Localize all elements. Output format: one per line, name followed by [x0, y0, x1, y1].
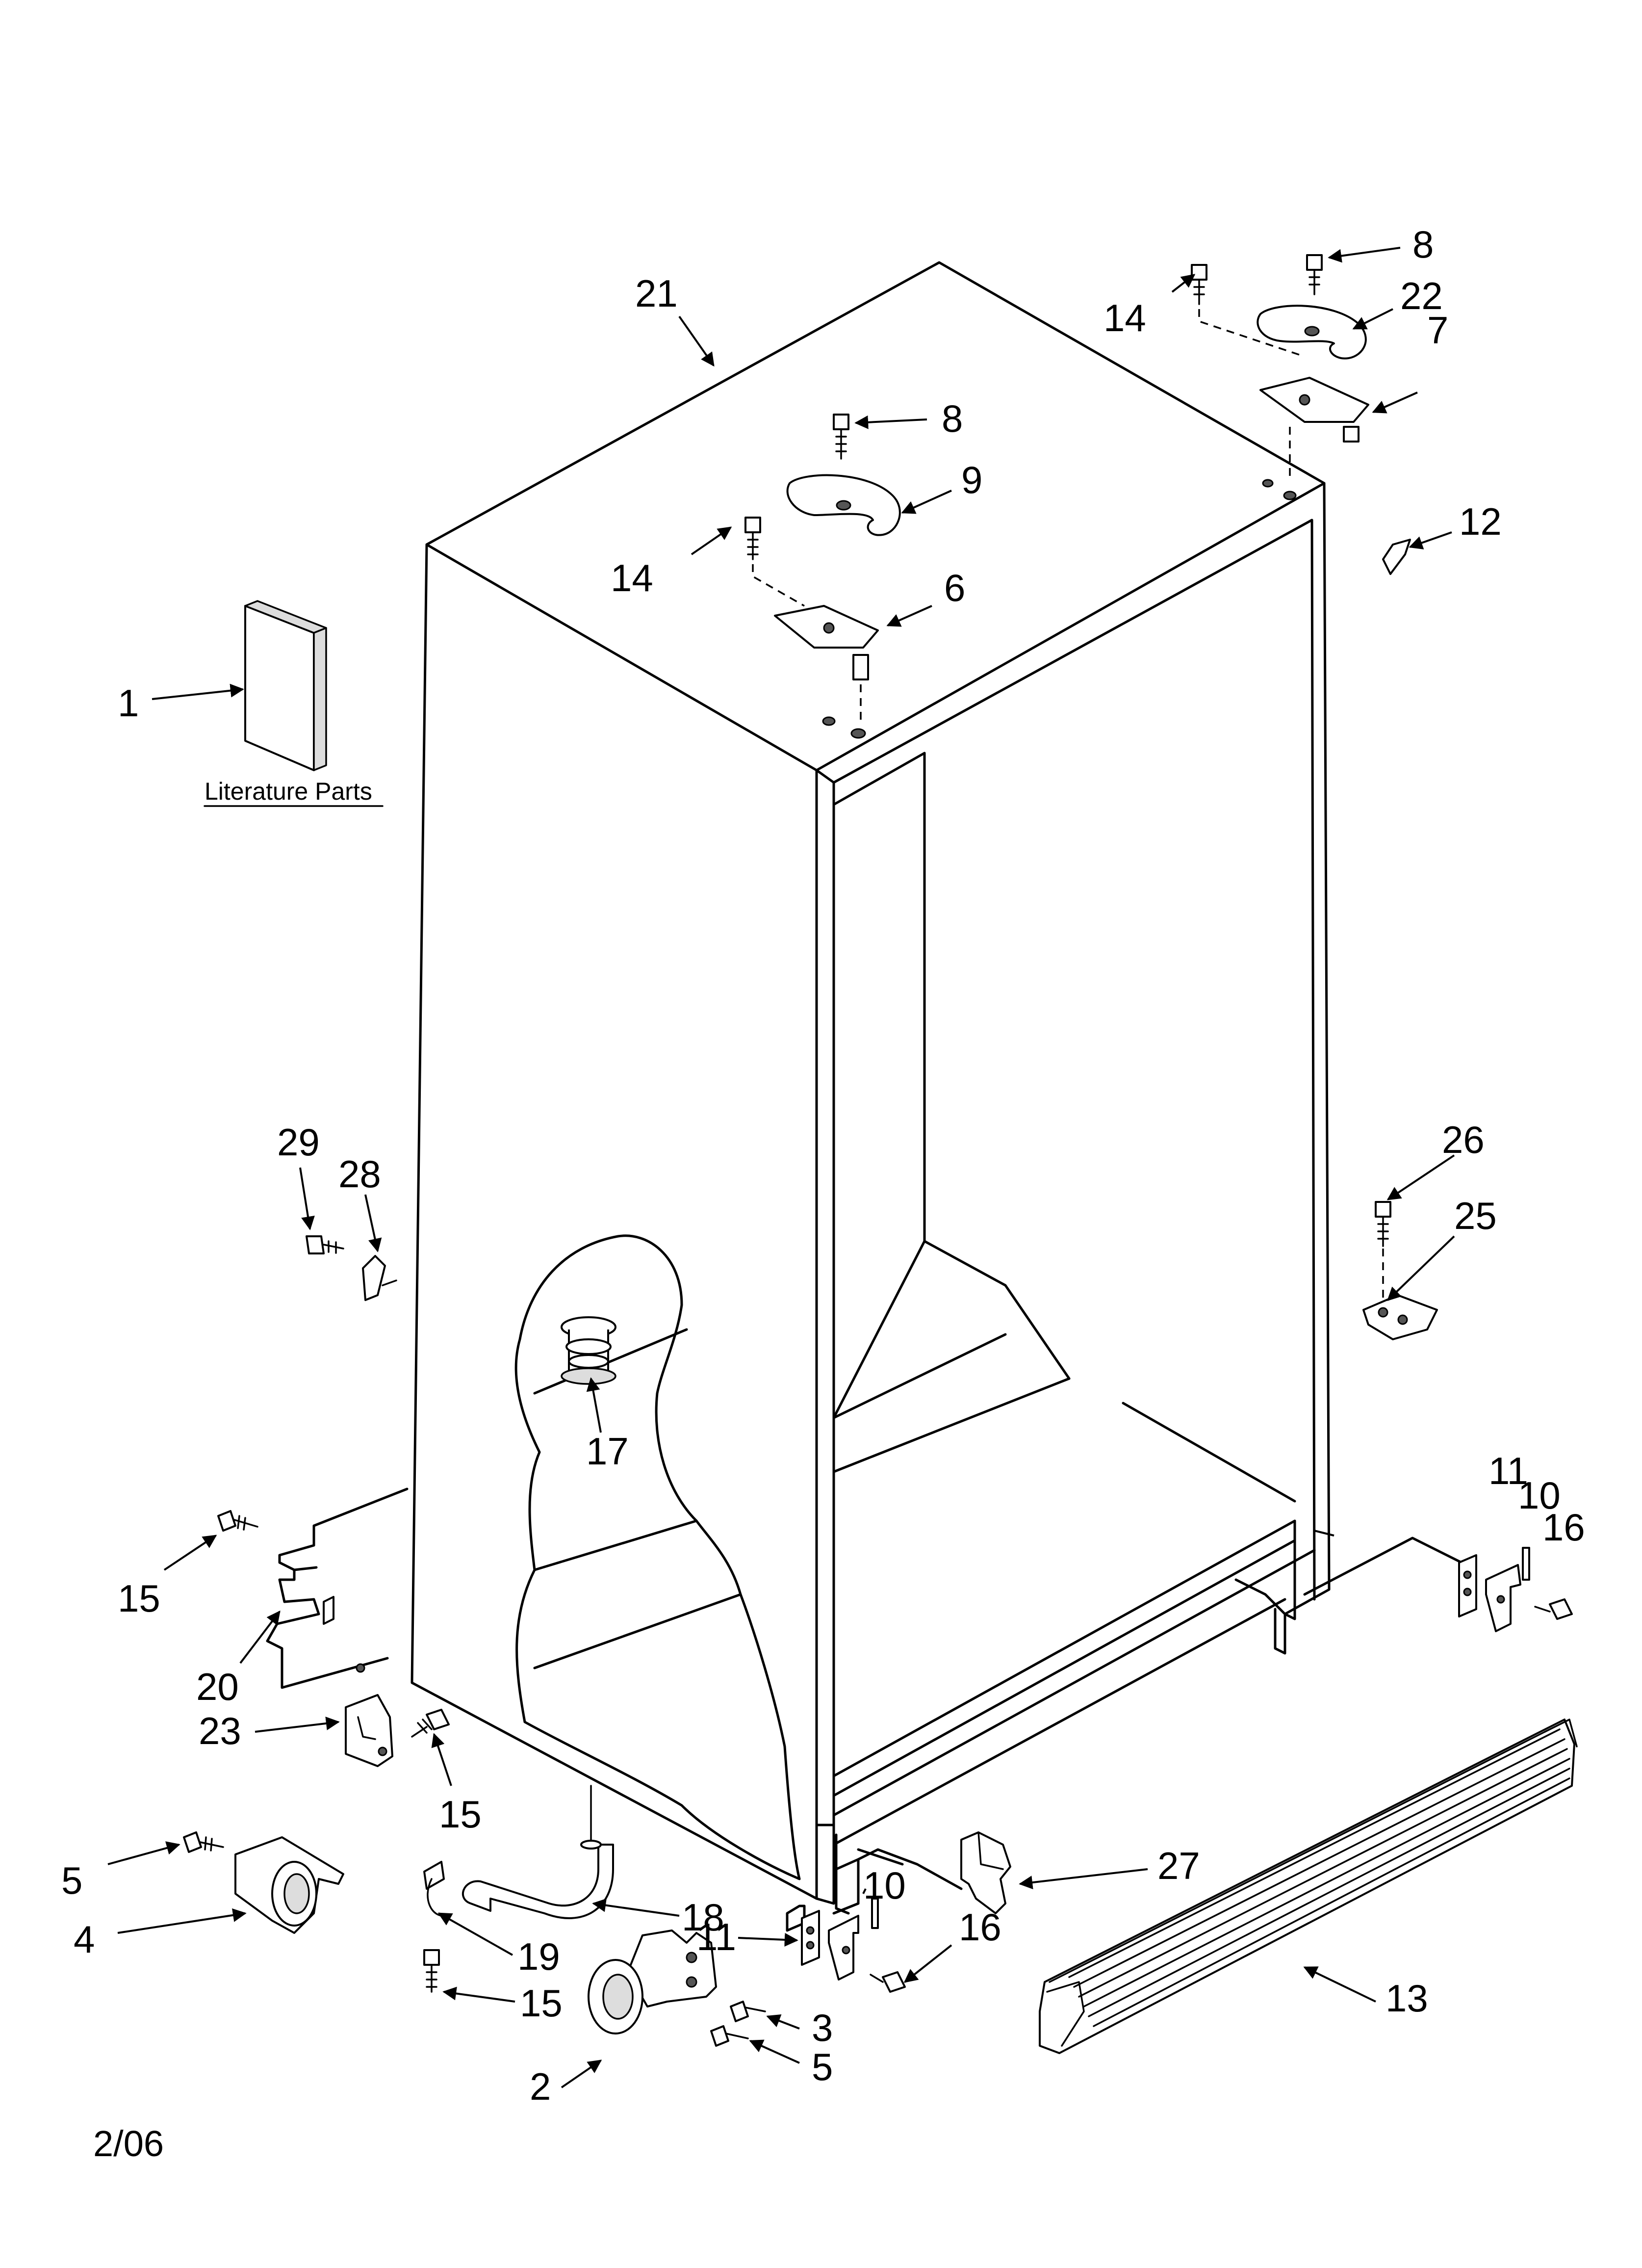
literature-booklet	[244, 600, 327, 771]
callout-8-b: 8	[942, 397, 963, 440]
screw-left	[217, 1510, 258, 1532]
callout-26: 26	[1442, 1118, 1485, 1161]
callout-10-b: 10	[863, 1864, 906, 1907]
callout-22: 22	[1400, 274, 1443, 317]
side-screw-clip	[306, 1235, 386, 1301]
callout-28: 28	[338, 1152, 381, 1196]
callout-16-b: 16	[959, 1905, 1001, 1949]
clip-stub	[382, 1279, 397, 1286]
callout-20: 20	[196, 1665, 239, 1708]
callout-5-a: 5	[61, 1859, 82, 1902]
rear-roller-left	[183, 1831, 344, 1934]
callout-15-a: 15	[118, 1577, 160, 1620]
lower-hinge-right	[1303, 1537, 1573, 1632]
right-screw-bracket	[1362, 1201, 1438, 1340]
callout-labels: 21 14 8 22 7 8 9 14 6 12 1 29 28 26 25 1…	[61, 223, 1585, 2108]
callout-21: 21	[635, 272, 678, 315]
callout-25: 25	[1454, 1194, 1497, 1237]
base-notch	[832, 1848, 963, 1915]
top-hinge-right	[1191, 254, 1411, 575]
callout-14-a: 14	[1103, 296, 1146, 339]
callout-5-b: 5	[812, 2045, 833, 2088]
callout-15-b: 15	[439, 1793, 482, 1836]
callout-3: 3	[812, 2006, 833, 2049]
drain-fitting	[561, 1316, 616, 1385]
callout-18: 18	[682, 1896, 724, 1939]
front-bracket	[960, 1831, 1011, 1914]
screw-middle	[411, 1709, 450, 1738]
front-roller-hinge	[588, 1929, 766, 2047]
callout-17: 17	[586, 1430, 629, 1473]
callout-16-a: 16	[1542, 1506, 1585, 1549]
top-hinge-center	[744, 414, 901, 739]
callout-10-a: 10	[1518, 1474, 1561, 1517]
callout-12: 12	[1459, 500, 1502, 543]
callout-19: 19	[517, 1935, 560, 1978]
callout-6: 6	[944, 566, 965, 609]
toe-grille	[1039, 1719, 1578, 2054]
callout-23: 23	[199, 1709, 241, 1752]
lower-hinge-middle	[786, 1898, 906, 1993]
callout-27: 27	[1157, 1844, 1200, 1887]
leader-arrows	[107, 247, 1455, 2088]
callout-4: 4	[74, 1918, 95, 1961]
callout-15-c: 15	[520, 1981, 563, 2025]
callout-9: 9	[961, 458, 982, 501]
cabinet-shell	[410, 261, 1331, 1915]
date-code: 2/06	[93, 2123, 164, 2164]
callout-1: 1	[118, 681, 139, 725]
side-panel	[266, 1487, 409, 1689]
callout-13: 13	[1385, 1977, 1428, 2020]
callout-29: 29	[277, 1121, 320, 1164]
insulation-cutaway	[514, 1234, 801, 1880]
callout-8-a: 8	[1412, 223, 1434, 266]
rear-bracket	[345, 1694, 393, 1767]
literature-caption: Literature Parts	[205, 778, 372, 805]
callout-7: 7	[1427, 309, 1448, 352]
callout-11-b: 11	[696, 1915, 736, 1958]
callout-14-b: 14	[611, 556, 653, 600]
callout-2: 2	[530, 2065, 551, 2108]
callout-11-a: 11	[1488, 1449, 1528, 1492]
